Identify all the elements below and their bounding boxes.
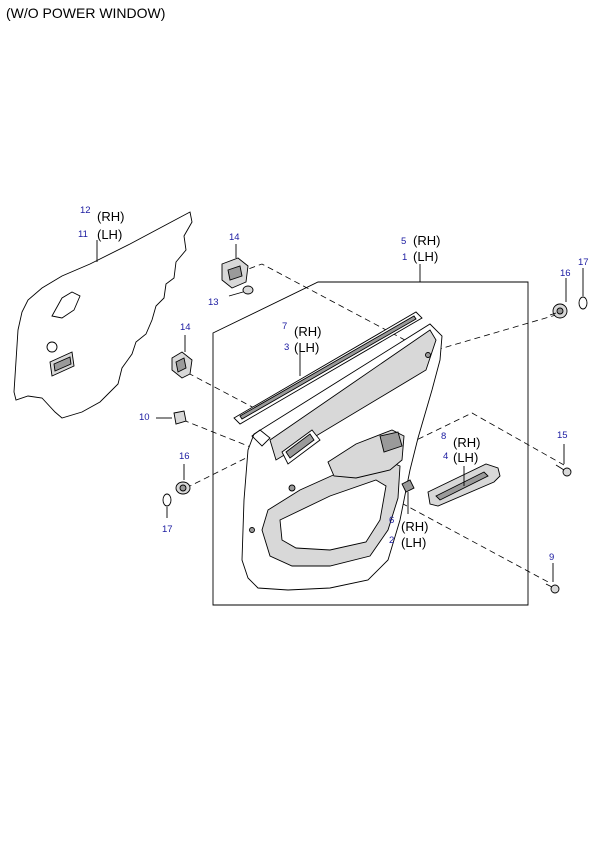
callout-number: 2 [389, 535, 394, 546]
leader-dashed-14-top [239, 263, 436, 357]
leader-dashed-16-right [435, 314, 557, 351]
callout-number: 3 [284, 342, 289, 353]
callout-side: (RH) [97, 209, 124, 224]
callout-number: 8 [441, 431, 446, 442]
callout-number: 9 [549, 552, 554, 563]
screw-15 [555, 444, 572, 477]
callout-number: 14 [180, 322, 191, 333]
leader-dashed-8 [399, 412, 565, 466]
belt-weatherstrip [233, 311, 423, 425]
leader-dashed-14-mid [187, 372, 259, 411]
callout-side: (LH) [294, 340, 319, 355]
callout-side: (RH) [453, 435, 480, 450]
callout-number: 13 [208, 297, 219, 308]
callout-number: 12 [80, 205, 91, 216]
door-separation-sheet [13, 211, 193, 419]
callout-number: 1 [402, 252, 407, 263]
callout-number: 11 [78, 229, 88, 240]
door-trim-panel [241, 323, 443, 591]
callout-side: (RH) [401, 519, 428, 534]
callout-side: (RH) [413, 233, 440, 248]
screw-9 [545, 563, 560, 594]
callout-side: (LH) [97, 227, 122, 242]
callout-number: 6 [389, 515, 394, 526]
door-trim-assembly-frame [212, 281, 529, 606]
pull-handle [427, 463, 501, 507]
callout-number: 15 [557, 430, 568, 441]
callout-side: (RH) [294, 324, 321, 339]
callout-number: 5 [401, 236, 406, 247]
clip-6 [401, 479, 415, 514]
fastener-14-middle [171, 335, 193, 379]
callout-side: (LH) [453, 450, 478, 465]
callout-side: (LH) [413, 249, 438, 264]
leader-dashed-10 [182, 419, 259, 451]
leader-dashed-16-left [185, 451, 259, 489]
callout-number: 16 [560, 268, 571, 279]
callout-number: 4 [443, 451, 448, 462]
bolt-16-right [549, 278, 568, 319]
callout-number: 7 [282, 321, 287, 332]
callout-number: 10 [139, 412, 150, 423]
fastener-14-upper [221, 244, 249, 289]
clip-10 [156, 410, 187, 425]
callout-number: 14 [229, 232, 240, 243]
ring-17-left [162, 493, 172, 518]
callout-number: 16 [179, 451, 190, 462]
callout-number: 17 [578, 257, 589, 268]
screw-13 [228, 285, 254, 297]
bolt-16-left [175, 464, 191, 495]
ring-17-right [578, 268, 588, 310]
diagram-title: (W/O POWER WINDOW) [6, 5, 165, 21]
callout-number: 17 [162, 524, 173, 535]
callout-side: (LH) [401, 535, 426, 550]
